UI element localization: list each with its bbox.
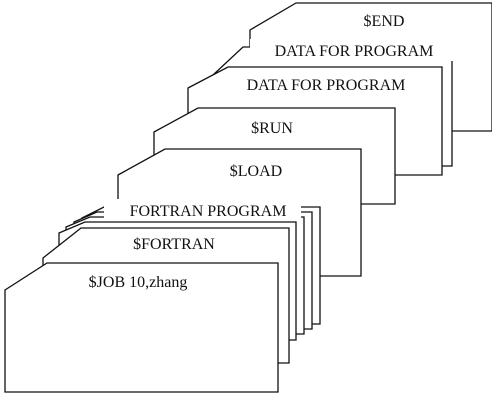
- card-label-fortran-program: FORTRAN PROGRAM: [130, 203, 287, 220]
- card-job: $JOB 10,zhang: [4, 262, 279, 393]
- card-label-mask: [104, 199, 301, 221]
- card-label-mask: [250, 39, 457, 61]
- card-label-data-for-program-1: DATA FOR PROGRAM: [275, 43, 434, 60]
- card-label-data-for-program-2: DATA FOR PROGRAM: [247, 77, 406, 94]
- card-label-load: $LOAD: [230, 163, 282, 180]
- card-label-job: $JOB 10,zhang: [89, 274, 188, 291]
- card-label-fortran: $FORTRAN: [133, 236, 215, 253]
- card-label-run: $RUN: [251, 120, 293, 137]
- card-label-end: $END: [364, 13, 405, 30]
